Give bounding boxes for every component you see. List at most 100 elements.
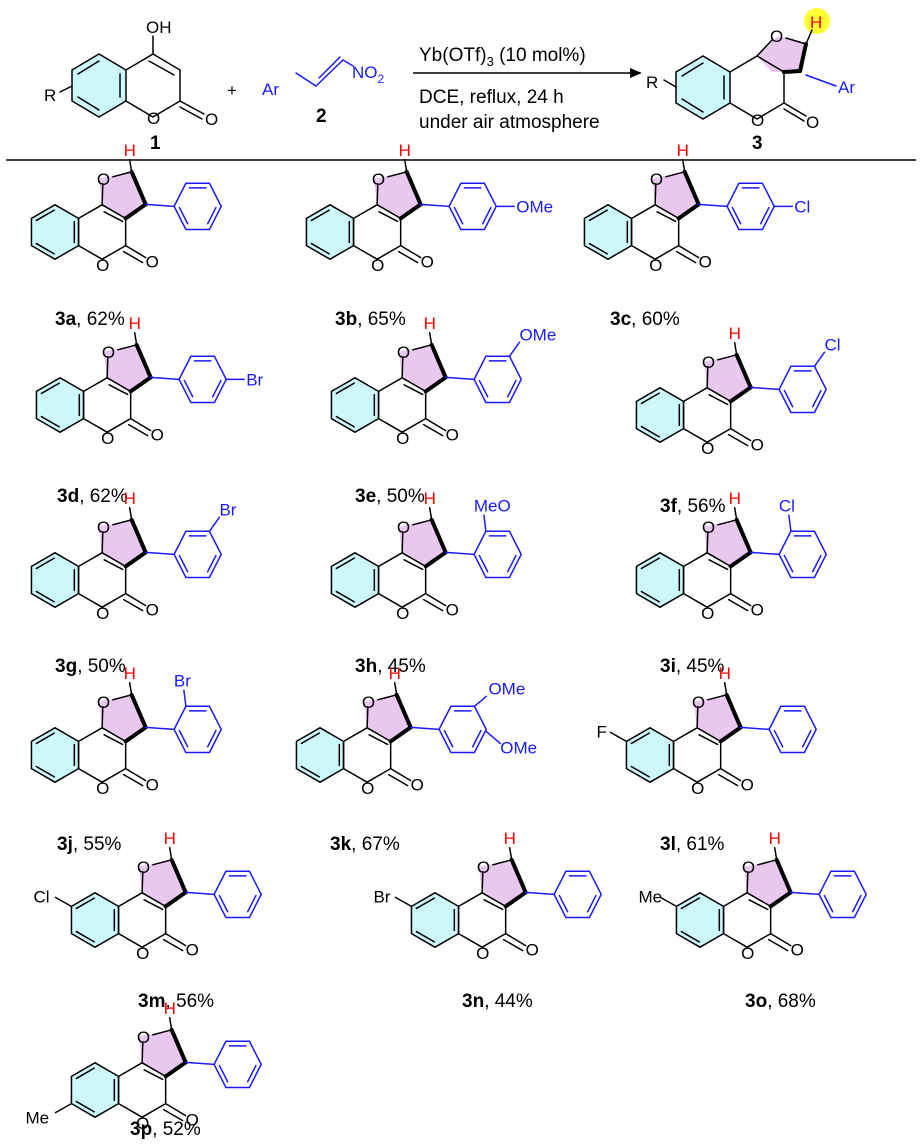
meta-substituent-label: Cl xyxy=(824,335,840,354)
benzo-ring xyxy=(410,891,460,949)
product-id: 3m xyxy=(138,991,165,1012)
benzo-ring xyxy=(635,386,685,444)
lactone-oxygen-label: O xyxy=(96,779,109,798)
product-id: 3l xyxy=(660,834,676,855)
carbonyl-oxygen-label: O xyxy=(741,776,754,795)
condition-solvent: DCE, reflux, 24 h xyxy=(419,87,564,108)
h-label: H xyxy=(389,664,401,683)
h-label: H xyxy=(677,141,689,160)
h-highlight-label: H xyxy=(810,13,822,32)
benzo-ring xyxy=(70,1061,120,1119)
aryl-ring xyxy=(473,355,523,404)
aryl-ring xyxy=(448,182,498,231)
aryl-ring xyxy=(818,870,868,919)
product-id: 3e xyxy=(355,486,376,507)
product-caption: 3l, 61% xyxy=(660,834,725,855)
lactone-oxygen-label: O xyxy=(96,256,109,275)
product-id: 3i xyxy=(660,656,676,677)
furan-ring xyxy=(373,171,421,219)
carbonyl-oxygen-label: O xyxy=(205,110,218,129)
furan-oxygen-label: O xyxy=(702,353,715,372)
aryl-ring xyxy=(438,705,488,754)
product-yield: , 56% xyxy=(165,991,214,1012)
product-id: 3g xyxy=(55,656,77,677)
furan-oxygen-label: O xyxy=(372,170,385,189)
para-methoxy-label: OMe xyxy=(500,738,537,757)
benzo-ring xyxy=(35,376,85,434)
para-substituent-label: OMe xyxy=(516,197,553,216)
product-caption: 3o, 68% xyxy=(745,991,816,1012)
furan-ring xyxy=(138,1029,186,1077)
furan-oxygen-label: O xyxy=(97,170,110,189)
furan-ring xyxy=(98,171,146,219)
product-caption: 3g, 50% xyxy=(55,656,126,677)
product-caption: 3p, 52% xyxy=(130,1119,201,1140)
product-yield: , 62% xyxy=(76,309,125,330)
product-yield: , 50% xyxy=(376,486,425,507)
lactone-oxygen-label: O xyxy=(649,256,662,275)
meta-substituent-label: OMe xyxy=(519,325,556,344)
product-caption: 3i, 45% xyxy=(660,656,725,677)
aryl-ring xyxy=(473,530,523,579)
furan-ring xyxy=(363,694,411,742)
carbonyl-oxygen-label: O xyxy=(146,776,159,795)
benzo-ring xyxy=(30,726,80,784)
product-id: 3b xyxy=(335,309,357,330)
product-yield: , 60% xyxy=(631,309,680,330)
benzo-ring xyxy=(635,551,685,609)
h-label: H xyxy=(424,314,436,333)
lactone-oxygen-label: O xyxy=(396,604,409,623)
carbonyl-oxygen-label: O xyxy=(699,253,712,272)
r-group-label: R xyxy=(44,86,56,105)
product-caption: 3d, 62% xyxy=(57,486,128,507)
compound-1-structure: R OH O O xyxy=(44,18,218,129)
product-id: 3p xyxy=(130,1119,152,1140)
aryl-ring xyxy=(778,365,828,414)
aryl-ring xyxy=(213,1040,263,1089)
carbonyl-oxygen-label: O xyxy=(421,253,434,272)
product-caption: 3h, 45% xyxy=(355,656,426,677)
product-id: 3n xyxy=(462,991,484,1012)
benzo-ring xyxy=(30,551,80,609)
carbonyl-oxygen-label: O xyxy=(146,601,159,620)
ring-oxygen-label: O xyxy=(147,109,160,128)
product-3-structure: H R O O O Ar xyxy=(646,8,855,132)
h-label: H xyxy=(399,141,411,160)
aryl-ring xyxy=(173,705,223,754)
benzo-ring xyxy=(30,203,80,261)
product-id: 3j xyxy=(57,834,73,855)
furan-oxygen-label: O xyxy=(137,858,150,877)
furan-oxygen-label: O xyxy=(97,693,110,712)
aryl-ring xyxy=(173,182,223,231)
carbonyl-oxygen-label: O xyxy=(791,941,804,960)
product-yield: , 45% xyxy=(377,656,426,677)
lactone-carbonyl-label: O xyxy=(806,113,819,132)
product-id: 3c xyxy=(610,309,632,330)
h-label: H xyxy=(164,829,176,848)
ortho-substituent-label: Br xyxy=(174,671,191,690)
product-caption: 3e, 50% xyxy=(355,486,425,507)
product-yield: , 52% xyxy=(152,1119,201,1140)
furan-oxygen-label: O xyxy=(397,343,410,362)
product-yield: , 44% xyxy=(484,991,533,1012)
carbonyl-oxygen-label: O xyxy=(186,941,199,960)
aryl-ring xyxy=(768,705,818,754)
compound-2-label: 2 xyxy=(316,106,327,127)
lactone-oxygen-label: O xyxy=(701,439,714,458)
h-label: H xyxy=(424,489,436,508)
furan-ring xyxy=(478,859,526,907)
product-caption: 3c, 60% xyxy=(610,309,680,330)
product-caption: 3f, 56% xyxy=(660,496,726,517)
benzo-ring xyxy=(675,891,725,949)
ortho-substituent-label: MeO xyxy=(474,496,511,515)
furan-oxygen-label: O xyxy=(362,693,375,712)
carbonyl-oxygen-label: O xyxy=(146,253,159,272)
